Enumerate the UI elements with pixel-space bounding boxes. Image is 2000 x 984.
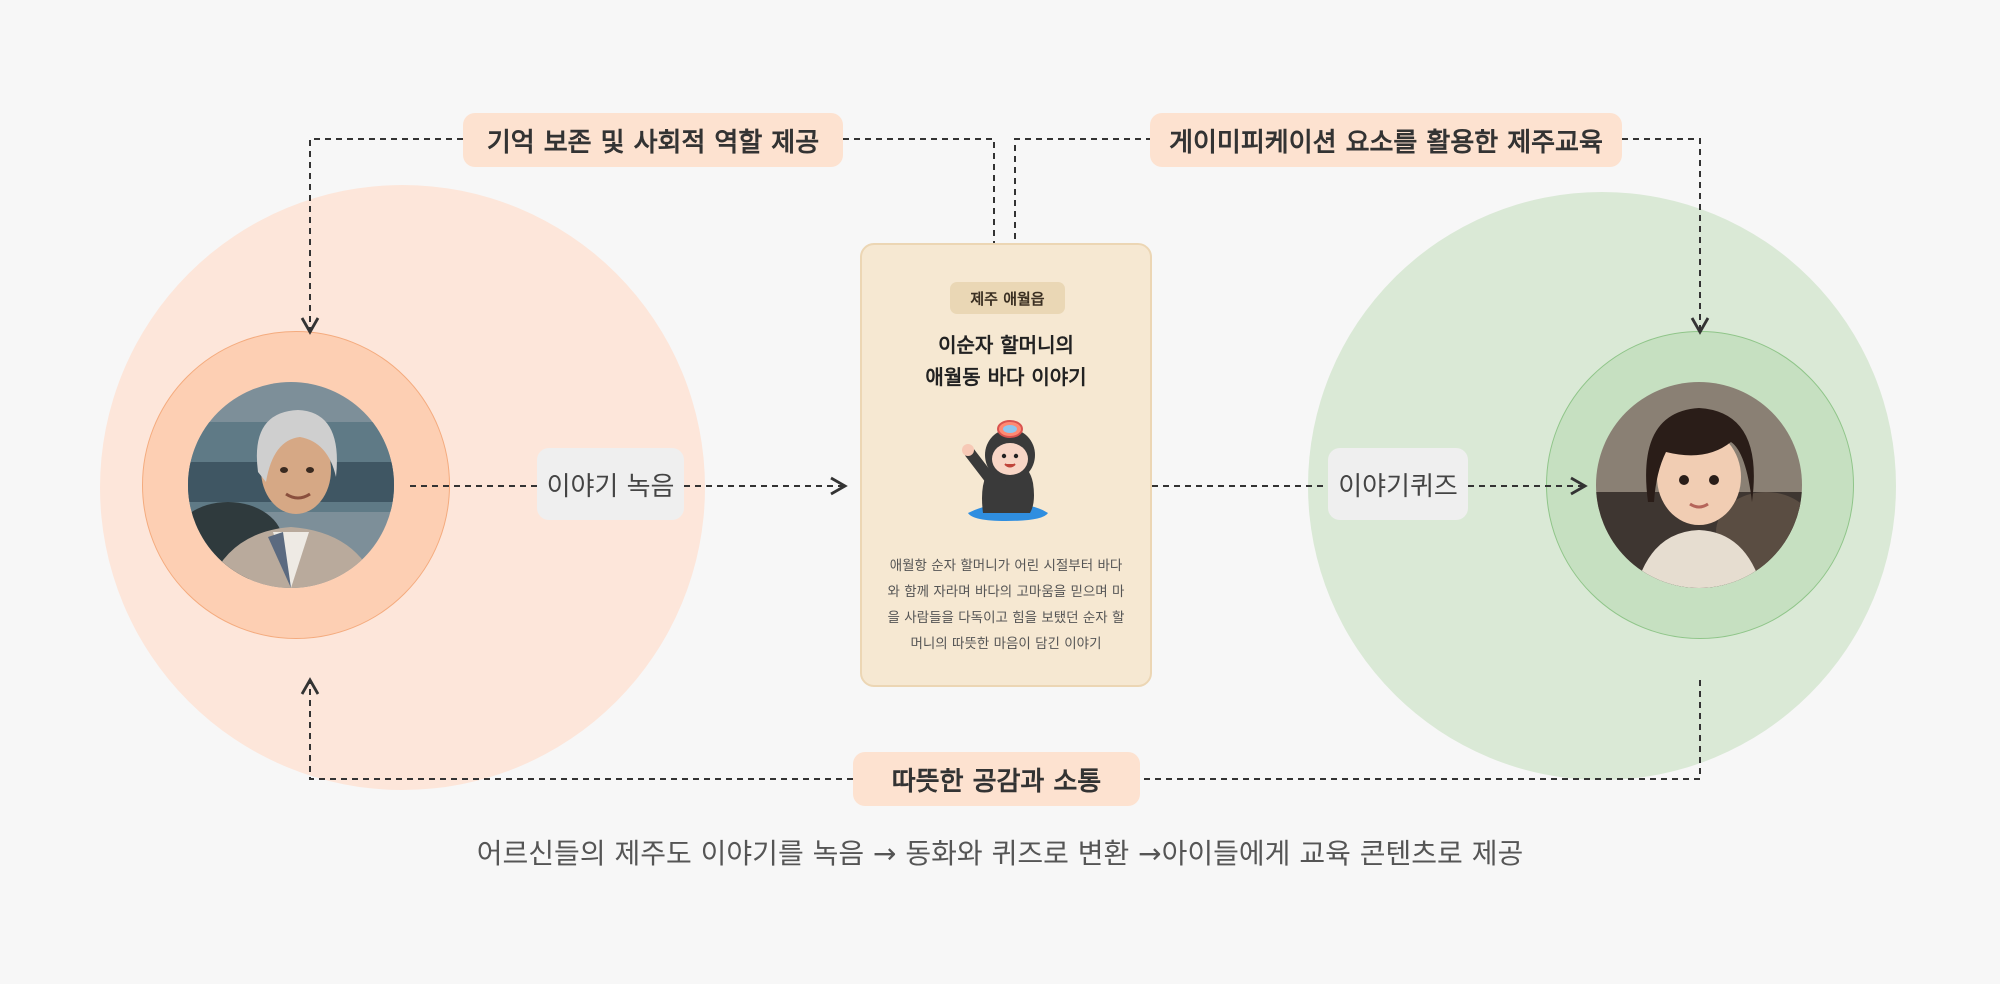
label-memory-preservation: 기억 보존 및 사회적 역할 제공 — [463, 113, 843, 167]
label-gamification-education: 게이미피케이션 요소를 활용한 제주교육 — [1150, 113, 1622, 167]
story-description-line-4: 머니의 따뜻한 마음이 담긴 이야기 — [880, 631, 1132, 657]
label-empathy-communication: 따뜻한 공감과 소통 — [853, 752, 1140, 806]
label-story-recording: 이야기 녹음 — [537, 448, 684, 520]
story-title: 이순자 할머니의 애월동 바다 이야기 — [862, 329, 1150, 393]
line-card-to-top-right — [1015, 139, 1150, 250]
story-description-line-3: 을 사람들을 다독이고 힘을 보탰던 순자 할 — [880, 605, 1132, 631]
arrow-top-right — [1622, 139, 1700, 332]
arrow-top-left — [310, 139, 463, 332]
story-title-line-1: 이순자 할머니의 — [862, 329, 1150, 361]
arrow-bottom-to-elder — [310, 680, 853, 779]
haenyeo-mascot-icon — [948, 413, 1064, 529]
location-tag: 제주 애월읍 — [950, 282, 1065, 314]
line-child-to-bottom — [1140, 680, 1700, 779]
story-description: 애월항 순자 할머니가 어린 시절부터 바다 와 함께 자라며 바다의 고마움을… — [880, 553, 1132, 657]
story-description-line-1: 애월항 순자 할머니가 어린 시절부터 바다 — [880, 553, 1132, 579]
story-description-line-2: 와 함께 자라며 바다의 고마움을 믿으며 마 — [880, 579, 1132, 605]
label-story-quiz: 이야기퀴즈 — [1328, 448, 1468, 520]
line-top-left-to-card — [843, 139, 994, 250]
process-caption: 어르신들의 제주도 이야기를 녹음 → 동화와 퀴즈로 변환 →아이들에게 교육… — [0, 832, 2000, 872]
story-title-line-2: 애월동 바다 이야기 — [862, 361, 1150, 393]
story-card: 제주 애월읍 이순자 할머니의 애월동 바다 이야기 애월항 순자 할머니가 어… — [860, 243, 1152, 687]
